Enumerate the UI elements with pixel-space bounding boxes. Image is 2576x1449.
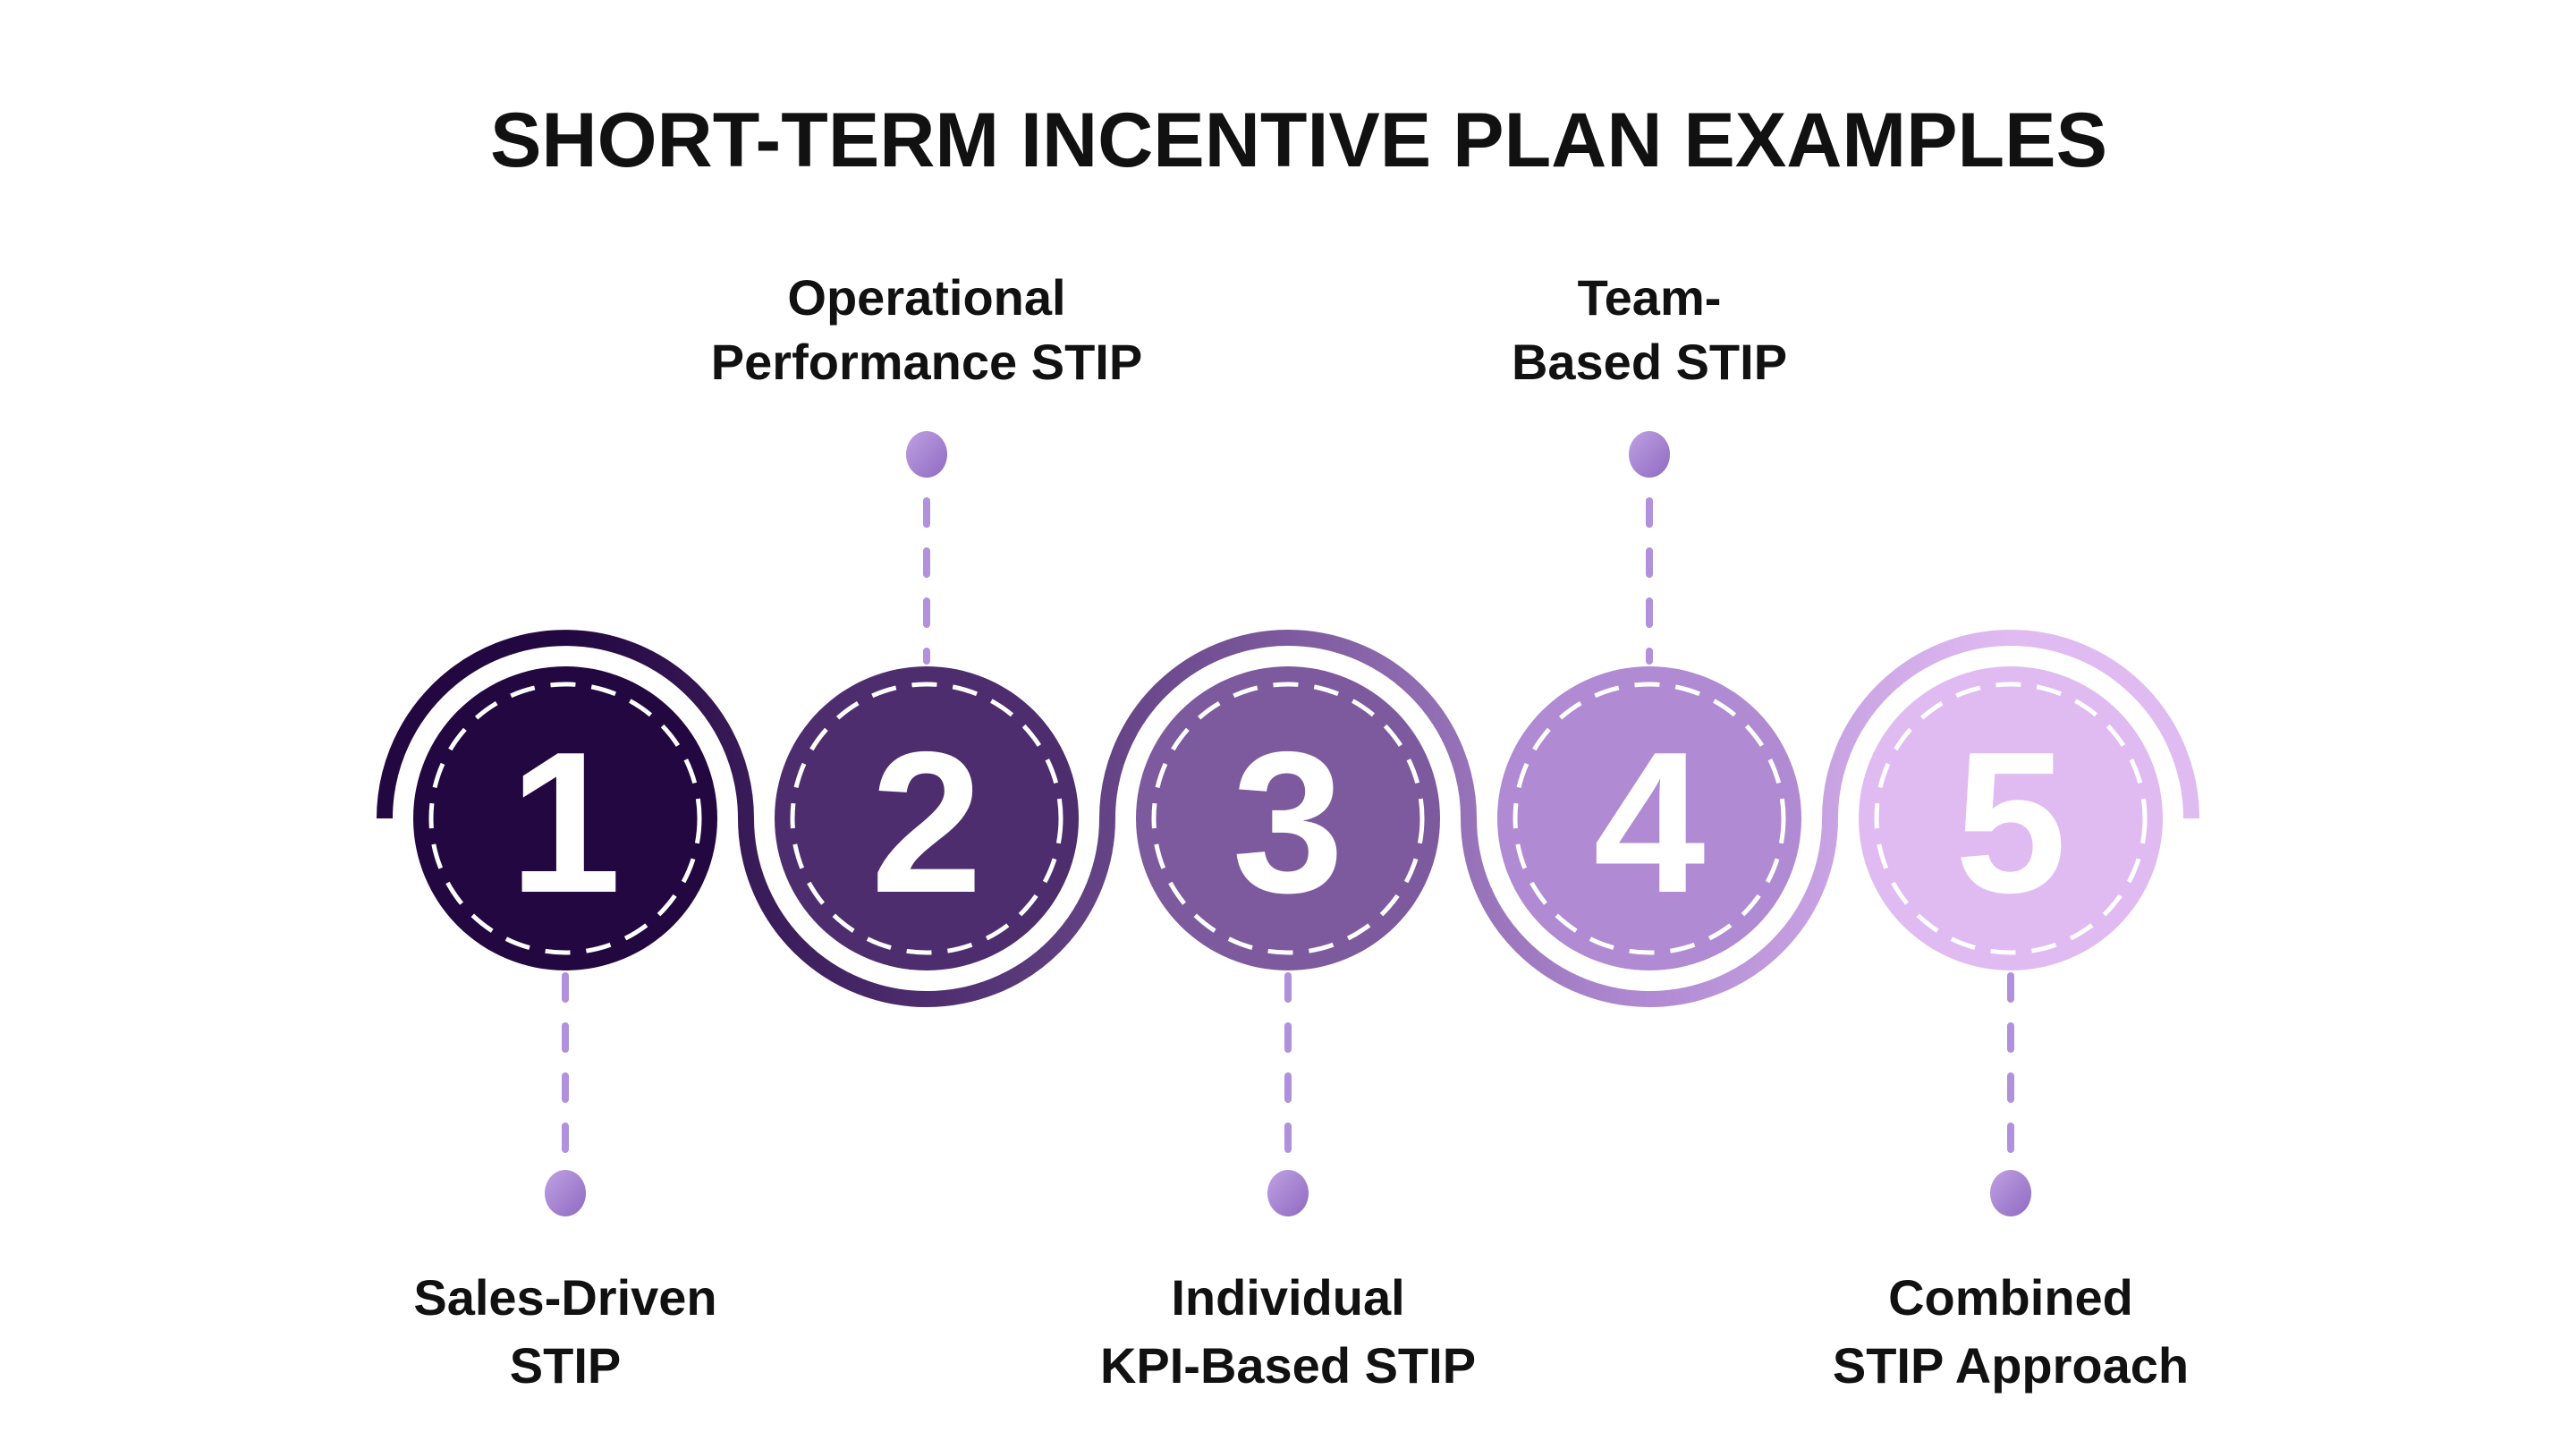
step-circle-2 xyxy=(775,666,1079,970)
step-number-1: 1 xyxy=(509,709,621,935)
step-label-4-line-2: Based STIP xyxy=(1512,334,1787,390)
step-number-3: 3 xyxy=(1232,709,1343,935)
step-label-3-line-1: Individual xyxy=(1171,1269,1404,1326)
step-1: 1 Sales-Driven STIP xyxy=(413,666,717,1394)
page-title: SHORT-TERM INCENTIVE PLAN EXAMPLES xyxy=(490,97,2107,183)
step-number-4: 4 xyxy=(1593,709,1705,935)
serpentine-connector-line xyxy=(377,630,2199,1007)
inner-dashed-ring-4 xyxy=(1513,682,1786,955)
step-circle-1 xyxy=(413,666,717,970)
step-5: 5 Combined STIP Approach xyxy=(1833,666,2189,1394)
connector-dot-1 xyxy=(545,1170,586,1216)
step-label-1-line-1: Sales-Driven xyxy=(413,1269,716,1326)
step-label-2-line-1: Operational xyxy=(787,269,1065,326)
step-label-3-line-2: KPI-Based STIP xyxy=(1100,1337,1476,1394)
connector-dot-4 xyxy=(1629,431,1670,478)
inner-dashed-ring-5 xyxy=(1874,682,2148,955)
inner-dashed-ring-2 xyxy=(790,682,1063,955)
step-label-1-line-2: STIP xyxy=(510,1337,621,1394)
connector-dot-5 xyxy=(1990,1170,2031,1216)
step-label-2-line-2: Performance STIP xyxy=(711,334,1142,390)
step-4: Team- Based STIP 4 xyxy=(1497,269,1801,970)
step-3: 3 Individual KPI-Based STIP xyxy=(1100,666,1476,1394)
connector-dot-3 xyxy=(1267,1170,1309,1216)
step-label-4-line-1: Team- xyxy=(1578,269,1722,326)
step-circle-4 xyxy=(1497,666,1801,970)
step-number-5: 5 xyxy=(1954,709,2066,935)
inner-dashed-ring-1 xyxy=(428,682,702,955)
step-label-5-line-1: Combined xyxy=(1888,1269,2133,1326)
step-2: Operational Performance STIP 2 xyxy=(711,269,1142,970)
connector-dot-2 xyxy=(906,431,947,478)
inner-dashed-ring-3 xyxy=(1151,682,1425,955)
step-label-5-line-2: STIP Approach xyxy=(1833,1337,2189,1394)
step-number-2: 2 xyxy=(870,709,982,935)
step-circle-5 xyxy=(1859,666,2163,970)
step-circle-3 xyxy=(1136,666,1440,970)
